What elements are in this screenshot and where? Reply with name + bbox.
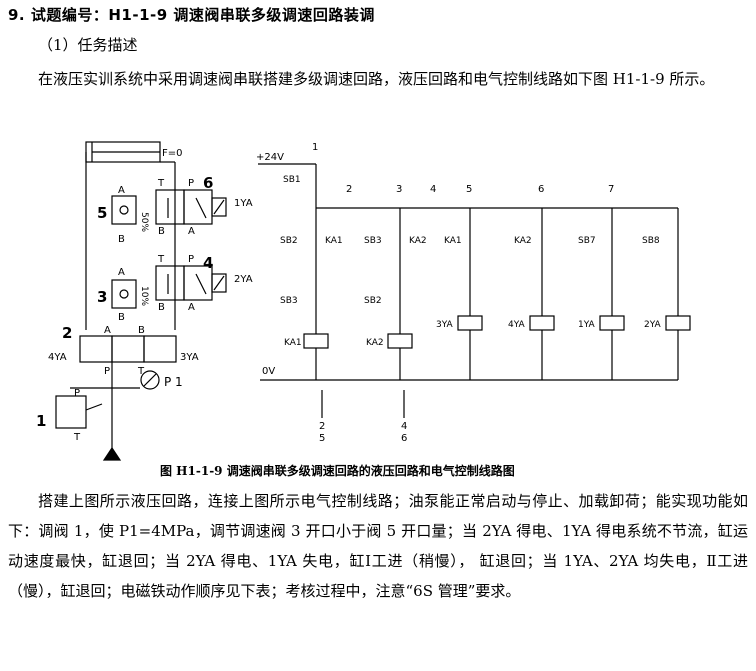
coil-4ya [529, 315, 555, 331]
port-b-6: B [158, 226, 165, 237]
col-4: 4 [430, 184, 436, 195]
port-b-3: B [118, 312, 125, 323]
valve5-number: 5 [97, 204, 107, 222]
port-p-1: P [74, 388, 80, 399]
supply-label: +24V [256, 152, 284, 163]
coil-4ya-label: 4YA [508, 320, 526, 330]
sb2-label: SB2 [280, 236, 298, 246]
port-a-6: A [188, 226, 195, 237]
ka2-col6-label: KA2 [514, 236, 532, 246]
port-a-3: A [118, 267, 125, 278]
col-3: 3 [396, 184, 402, 195]
port-b-4: B [158, 302, 165, 313]
valve-6-left [155, 189, 185, 225]
ka1-ref-b: 5 [319, 433, 325, 444]
ka2-ref-b: 6 [401, 433, 407, 444]
sb2-col3-label: SB2 [364, 296, 382, 306]
valve4-number: 4 [203, 254, 213, 272]
ka2-ref-a: 4 [401, 421, 407, 432]
col-6: 6 [538, 184, 544, 195]
solenoid-2ya [211, 273, 227, 293]
sb8-label: SB8 [642, 236, 660, 246]
valve-2-right [143, 335, 177, 363]
port-b-2: B [138, 325, 145, 336]
zero-volt-label: 0V [262, 366, 275, 377]
valve2-number: 2 [62, 324, 72, 342]
port-t-6: T [157, 178, 165, 189]
valve1-number: 1 [36, 412, 46, 430]
valve-2-center [111, 335, 145, 363]
sb7-label: SB7 [578, 236, 596, 246]
ka1-ref-a: 2 [319, 421, 325, 432]
port-a-4: A [188, 302, 195, 313]
valve5-opening: 50% [139, 212, 149, 232]
relief-valve-1 [55, 395, 87, 429]
valve-4-left [155, 265, 185, 301]
port-b-5: B [118, 234, 125, 245]
coil-1ya-label: 1YA [578, 320, 596, 330]
ka2-contact-label: KA2 [409, 236, 427, 246]
port-p-4: P [188, 254, 194, 265]
function-paragraph: 搭建上图所示液压回路，连接上图所示电气控制线路；油泵能正常启动与停止、加载卸荷；… [8, 492, 748, 600]
relay-ka2-label: KA2 [366, 338, 384, 348]
relay-ka1 [303, 333, 329, 349]
solenoid-2ya-label: 2YA [234, 274, 253, 285]
solenoid-3ya-label: 3YA [180, 352, 199, 363]
port-t-1: T [73, 432, 81, 443]
valve-6-right [183, 189, 213, 225]
port-p-6: P [188, 178, 194, 189]
port-p-2: P [104, 366, 110, 377]
sb1-label: SB1 [283, 175, 301, 185]
col-1: 1 [312, 142, 318, 153]
relay-ka1-label: KA1 [284, 338, 302, 348]
port-t-2: T [137, 366, 145, 377]
coil-2ya [665, 315, 691, 331]
col-5: 5 [466, 184, 472, 195]
task-heading: 9. 试题编号：H1-1-9 调速阀串联多级调速回路装调 [8, 6, 375, 24]
relay-ka2 [387, 333, 413, 349]
sb3-label: SB3 [364, 236, 382, 246]
ka1-col5-label: KA1 [444, 236, 462, 246]
valve3-opening: 10% [139, 286, 149, 306]
port-a-2: A [104, 325, 111, 336]
sb3-col1-label: SB3 [280, 296, 298, 306]
col-2: 2 [346, 184, 352, 195]
valve6-number: 6 [203, 174, 213, 192]
col-7: 7 [608, 184, 614, 195]
pump-symbol [102, 446, 122, 461]
figure-caption: 图 H1-1-9 调速阀串联多级调速回路的液压回路和电气控制线路图 [160, 464, 515, 478]
gauge-label: P 1 [164, 375, 183, 389]
coil-3ya [457, 315, 483, 331]
cylinder-load-label: F=0 [162, 148, 183, 159]
throttle-valve-3 [111, 279, 137, 309]
intro-paragraph: 在液压实训系统中采用调速阀串联搭建多级调速回路，液压回路和电气控制线路如下图 H… [38, 70, 715, 88]
coil-3ya-label: 3YA [436, 320, 454, 330]
port-a-5: A [118, 185, 125, 196]
valve-2-left [79, 335, 113, 363]
valve3-number: 3 [97, 288, 107, 306]
pressure-gauge [140, 370, 160, 390]
coil-2ya-label: 2YA [644, 320, 662, 330]
solenoid-1ya-label: 1YA [234, 198, 253, 209]
ka1-contact-label: KA1 [325, 236, 343, 246]
solenoid-1ya [211, 197, 227, 217]
throttle-valve-5 [111, 195, 137, 225]
port-t-4: T [157, 254, 165, 265]
task-subheading: （1）任务描述 [38, 36, 138, 54]
electrical-circuit: +24V 0V 1 2 3 4 5 6 7 SB1 SB2 KA1 SB3 KA… [256, 142, 691, 444]
hydraulic-circuit: F=0 5 A B 50% T P B A 6 1YA 3 A B 10% [36, 141, 253, 461]
coil-1ya [599, 315, 625, 331]
solenoid-4ya-label: 4YA [48, 352, 67, 363]
